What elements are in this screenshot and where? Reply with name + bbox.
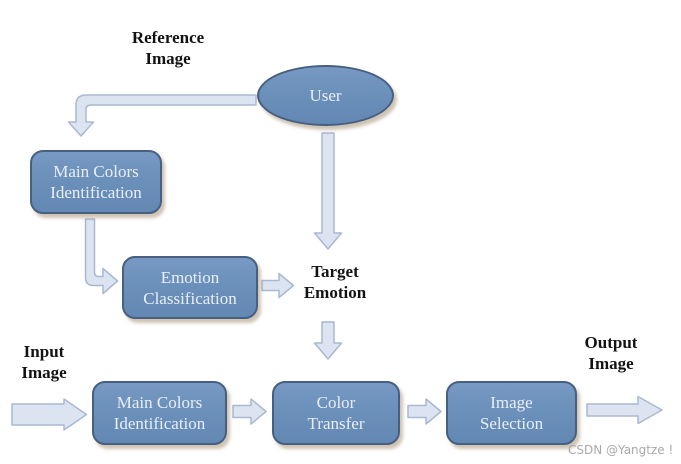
node-user-label: User [309, 86, 342, 105]
node-color-transfer-label: Color Transfer [307, 393, 365, 433]
node-color-transfer: Color Transfer [272, 381, 400, 445]
arrow-target-emotion-to-color-transfer [313, 321, 343, 360]
node-emotion-classification-label: Emotion Classification [143, 267, 237, 308]
node-emotion-classification: Emotion Classification [122, 256, 258, 319]
arrow-main-colors-to-color-transfer [232, 398, 267, 425]
arrow-input-image-to-main-colors [11, 398, 88, 431]
arrow-image-selection-to-output [586, 395, 663, 425]
node-main-colors-identification-top: Main Colors Identification [30, 150, 162, 214]
arrow-main-colors-to-emotion-classification [84, 218, 119, 295]
arrow-emotion-classification-to-target-emotion [261, 272, 295, 299]
arrow-color-transfer-to-image-selection [407, 398, 442, 425]
label-target-emotion: Target Emotion [303, 262, 367, 302]
label-input-image: Input Image [21, 342, 67, 382]
label-reference-image: Reference Image [131, 28, 205, 68]
label-output-image: Output Image [584, 333, 638, 373]
node-image-selection-label: Image Selection [479, 393, 544, 433]
node-main-colors-identification-bottom-label: Main Colors Identification [113, 393, 206, 433]
node-main-colors-identification-bottom: Main Colors Identification [92, 381, 227, 445]
node-user: User [257, 65, 394, 126]
node-image-selection: Image Selection [446, 381, 577, 445]
arrow-user-to-main-colors-identification [67, 94, 257, 137]
node-main-colors-identification-top-label: Main Colors Identification [50, 162, 142, 202]
csdn-watermark: CSDN @Yangtze ! [568, 443, 674, 457]
arrow-user-to-target-emotion [313, 132, 343, 250]
